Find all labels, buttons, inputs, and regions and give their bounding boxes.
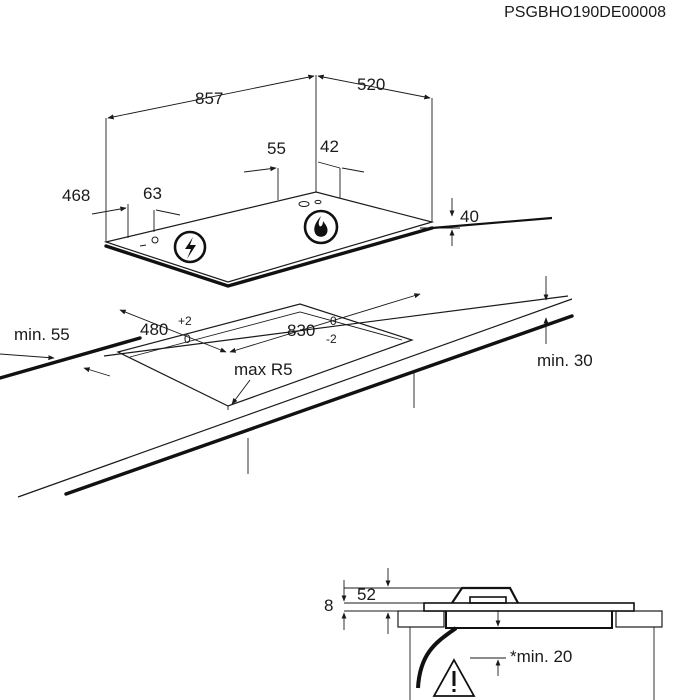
dim-max-r5-label: max R5 — [234, 360, 293, 379]
dim-520-label: 520 — [357, 75, 385, 94]
countertop-left-block — [397, 610, 445, 628]
dim-468-label: 468 — [62, 186, 90, 205]
dim-830-tol-upper: 0 — [330, 314, 337, 328]
dim-min55-label: min. 55 — [14, 325, 70, 344]
dim-40: 40 — [420, 198, 479, 246]
lightning-bolt-icon — [173, 230, 207, 264]
hob-glass-section — [423, 602, 635, 612]
hob-front-edge — [104, 226, 434, 288]
dim-830-label: 830 — [287, 321, 315, 340]
dim-520-line — [317, 74, 431, 100]
dim-min20-label: *min. 20 — [510, 647, 572, 666]
dim-42-label: 42 — [320, 137, 339, 156]
section-drawing: 52 8 *min. 20 — [324, 568, 663, 700]
dim-480-tol-lower: 0 — [184, 332, 191, 346]
dim-857-line — [107, 74, 315, 120]
gas-connection-point — [298, 201, 310, 207]
document-code: PSGBHO190DE00008 — [504, 4, 666, 21]
dim-63-label: 63 — [143, 184, 162, 203]
electric-connection-point — [151, 236, 159, 244]
dim-min30-label: min. 30 — [537, 351, 593, 370]
pan-support — [451, 586, 519, 604]
cable — [416, 626, 458, 689]
countertop-drawing: min. 55 480 +2 0 830 0 -2 max R5 min. 30 — [0, 216, 593, 498]
hob-body-section — [445, 611, 613, 629]
countertop-right-block — [615, 610, 663, 628]
hob-drawing: 857 520 55 42 468 63 — [62, 74, 435, 288]
dim-8-label: 8 — [324, 596, 333, 615]
dim-480-label: 480 — [140, 320, 168, 339]
dim-55-label: 55 — [267, 139, 286, 158]
dim-830-tol-lower: -2 — [326, 332, 337, 346]
dim-480-tol-upper: +2 — [178, 314, 192, 328]
warning-triangle-icon — [432, 658, 476, 697]
dim-40-label: 40 — [460, 207, 479, 226]
dim-857-label: 857 — [195, 89, 223, 108]
dim-52-label: 52 — [357, 585, 376, 604]
flame-icon — [303, 209, 339, 245]
